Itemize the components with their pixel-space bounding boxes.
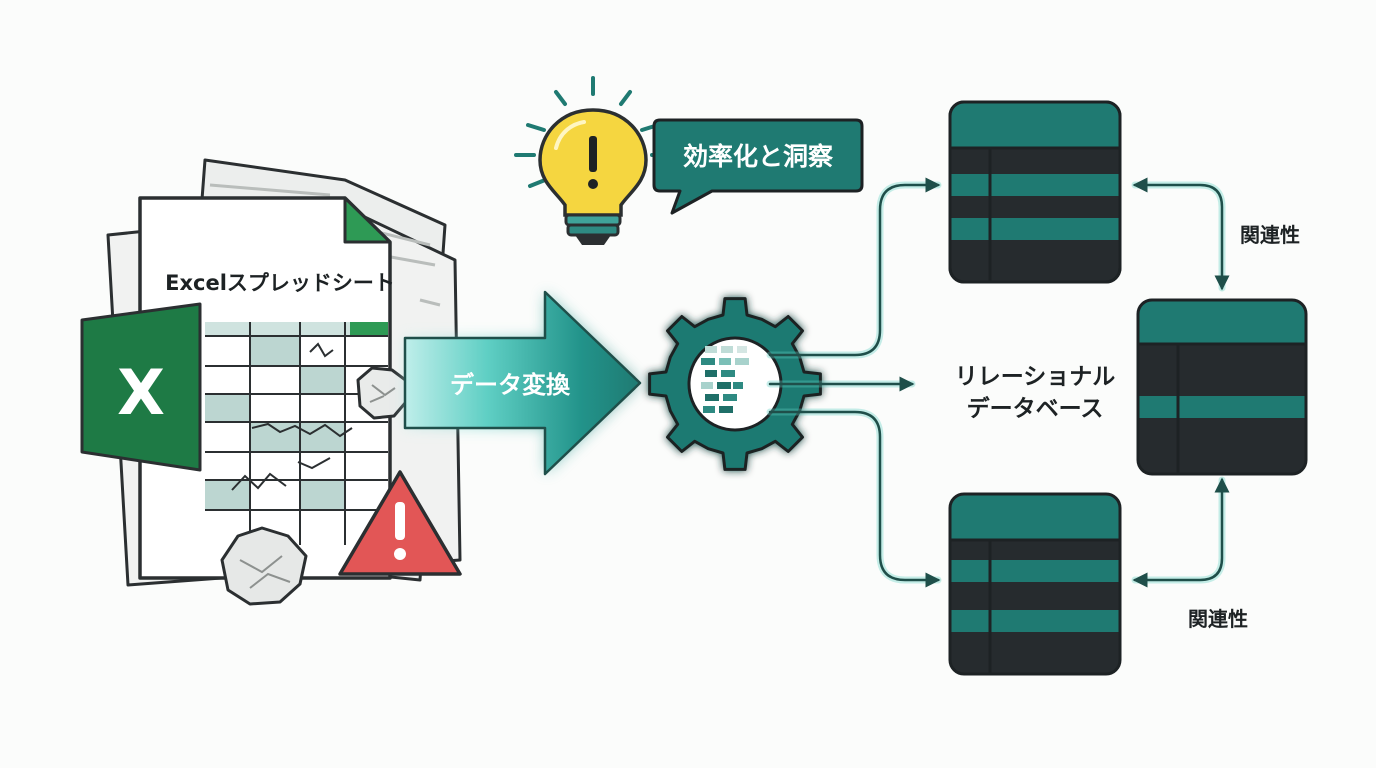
transform-arrow: データ変換 [403, 290, 642, 476]
gear-data-blocks [701, 346, 749, 413]
gear-icon [648, 297, 822, 471]
excel-letter: X [117, 356, 165, 429]
insight-label: 効率化と洞察 [683, 142, 834, 171]
insight-bubble: 効率化と洞察 [652, 118, 864, 215]
spreadsheet-stack: Excelスプレッドシート X [80, 158, 462, 606]
db-table-top [948, 100, 1122, 284]
transform-label: データ変換 [450, 371, 571, 399]
rdb-label-line2: データベース [967, 395, 1104, 422]
spreadsheet-label: Excelスプレッドシート [165, 271, 395, 295]
db-table-bottom [948, 492, 1122, 676]
lightbulb-icon [514, 76, 672, 245]
relation-label-top: 関連性 [1240, 223, 1300, 247]
relation-label-bottom: 関連性 [1188, 607, 1248, 631]
sheet-grid [205, 322, 388, 545]
warning-triangle-icon [338, 470, 462, 576]
rdb-label-line1: リレーショナル [955, 364, 1116, 390]
excel-logo-icon: X [80, 302, 202, 472]
crumpled-paper-icon [220, 526, 308, 606]
db-table-middle [1136, 298, 1308, 476]
sheet-corner-fold [343, 196, 392, 244]
connectors [766, 177, 1230, 588]
